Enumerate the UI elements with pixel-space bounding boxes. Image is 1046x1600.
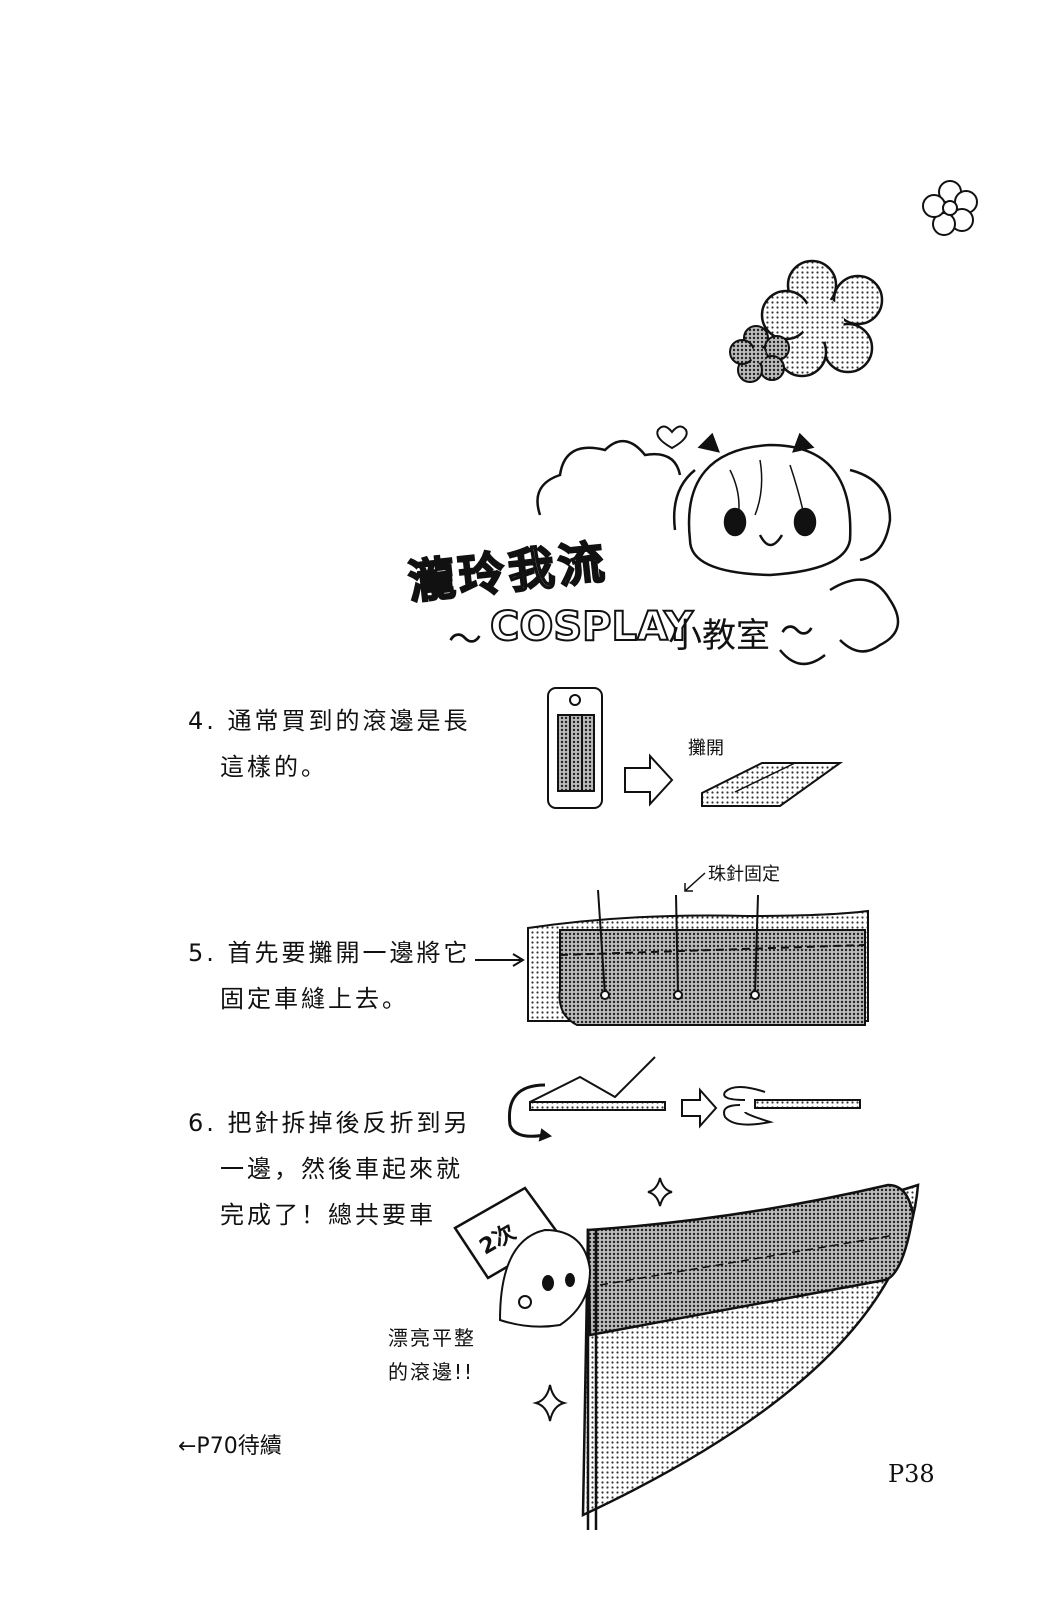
fabric-pinned-illustration — [527, 889, 869, 1026]
sparkle-icon — [647, 1177, 673, 1207]
result-line2: 的滾邊!! — [388, 1360, 475, 1384]
title-brand: COSPLAY — [489, 603, 694, 651]
step-6-line3: 完成了！總共要車 — [220, 1201, 436, 1229]
heart-icon — [656, 425, 688, 450]
arrow-right-icon — [624, 753, 674, 807]
step-6-line1: 6. 把針拆掉後反折到另 — [188, 1109, 471, 1137]
step-5-text: 5. 首先要攤開一邊將它 固定車縫上去。 — [188, 930, 471, 1022]
cloud-banner — [536, 440, 900, 665]
sparkle-icon — [532, 1384, 568, 1422]
bias-tape-package-illustration — [547, 687, 603, 809]
dotted-flower-small-icon — [729, 325, 790, 383]
step-4-line2: 這樣的。 — [220, 753, 328, 781]
title-tilde-right: ～ — [780, 612, 814, 652]
label-pin: 珠針固定 — [708, 864, 780, 885]
step-4-line1: 4. 通常買到的滾邊是長 — [188, 707, 471, 735]
title-suffix: 小教室 — [668, 616, 770, 656]
chibi-girl-illustration — [673, 432, 892, 577]
continued-note: ←P70待續 — [178, 1434, 282, 1459]
step-4-text: 4. 通常買到的滾邊是長 這樣的。 — [188, 698, 471, 790]
pointer-arrow-icon — [475, 953, 525, 967]
step-6-line2: 一邊，然後車起來就 — [220, 1155, 463, 1183]
page-number: P38 — [888, 1460, 935, 1488]
title-tilde-left: ～ — [448, 620, 482, 660]
result-line1: 漂亮平整 — [388, 1326, 476, 1350]
step-6-text: 6. 把針拆掉後反折到另 一邊，然後車起來就 完成了！總共要車 — [188, 1100, 471, 1238]
step-5-line2: 固定車縫上去。 — [220, 985, 409, 1013]
step-5-line1: 5. 首先要攤開一邊將它 — [188, 939, 471, 967]
pin-label-arrow-icon — [684, 872, 706, 892]
finished-binding-illustration — [581, 1183, 920, 1530]
flower-outline-icon — [922, 180, 978, 236]
fold-diagram-illustration — [507, 1056, 861, 1142]
label-spread: 攤開 — [688, 738, 724, 759]
opened-tape-illustration — [701, 762, 844, 807]
chibi-holding-sign-illustration — [498, 1228, 592, 1328]
